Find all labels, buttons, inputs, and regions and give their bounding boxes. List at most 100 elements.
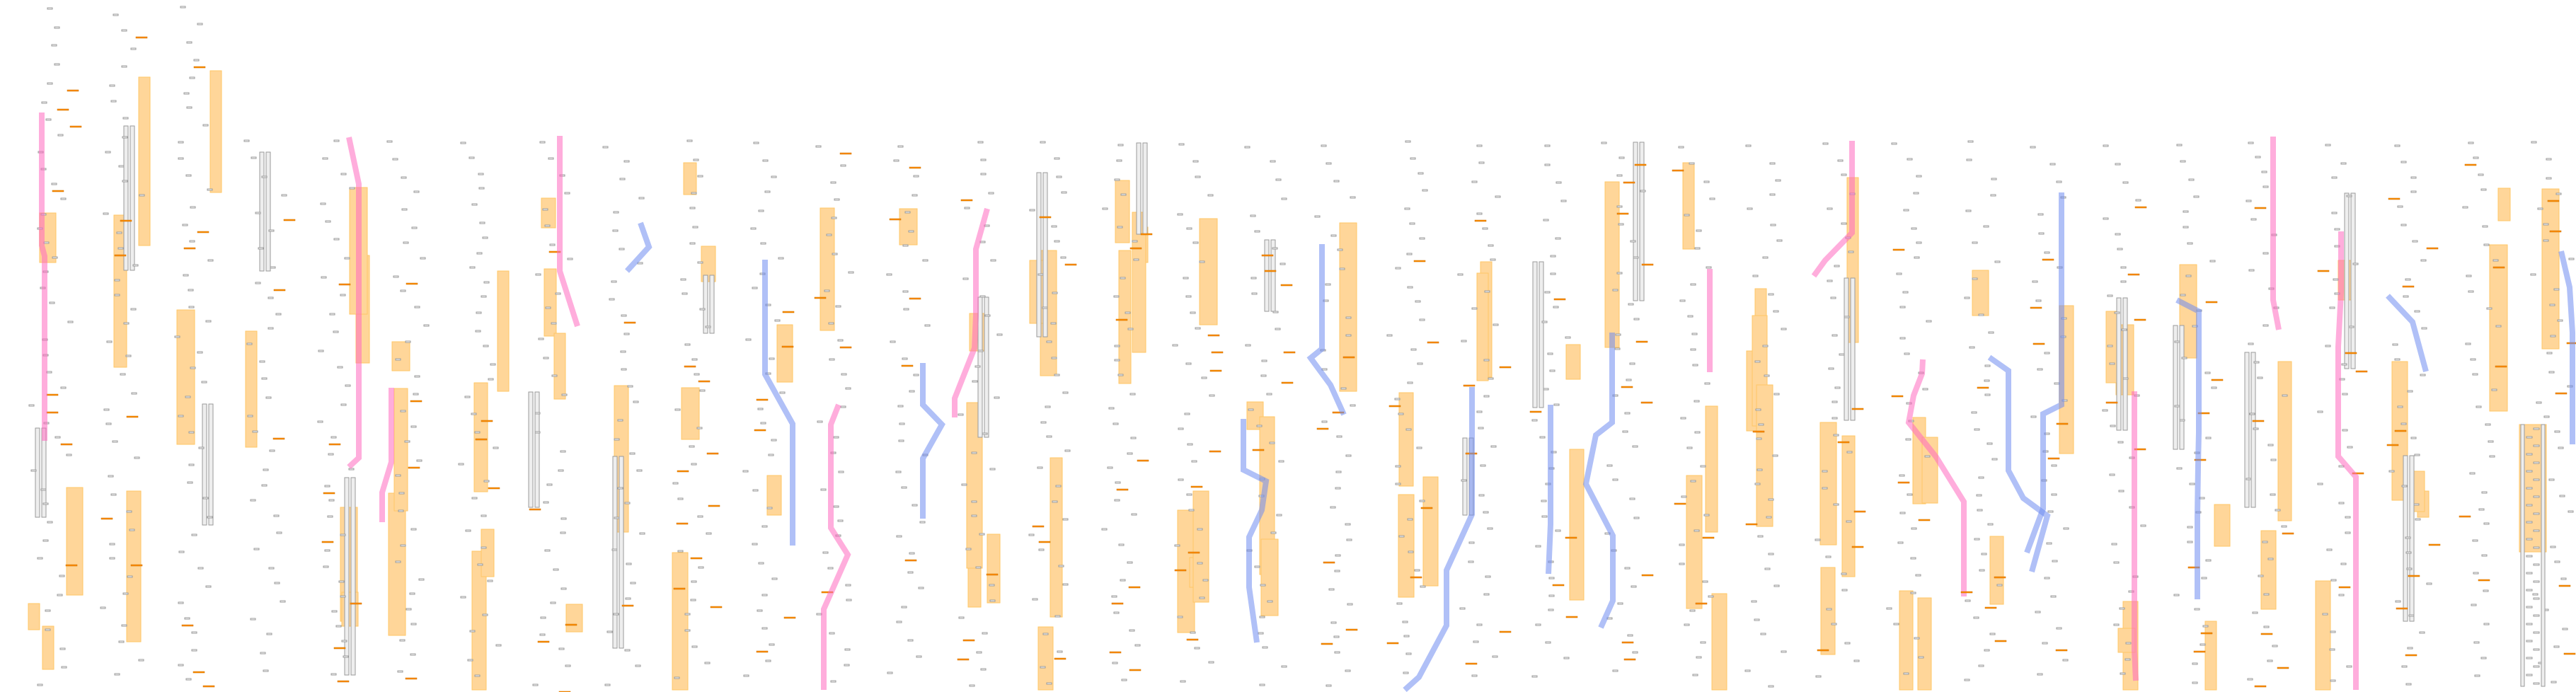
- accent-dash: [1316, 427, 1329, 430]
- tick-box: [1403, 671, 1409, 674]
- accent-dash: [481, 420, 493, 422]
- fill-block: [541, 197, 556, 229]
- tick-box: [1040, 141, 1046, 144]
- tick-box: [1616, 174, 1623, 177]
- tick-box: [2400, 422, 2407, 425]
- tick-box: [762, 159, 769, 162]
- accent-dash: [677, 470, 689, 473]
- tick-box: [1174, 544, 1180, 547]
- tick-box: [118, 165, 125, 168]
- tick-box: [1899, 512, 1906, 514]
- tick-box: [1922, 388, 1928, 391]
- tick-box: [2181, 357, 2187, 359]
- accent-dash: [1252, 449, 1265, 451]
- tick-box: [1250, 214, 1256, 217]
- tick-box: [2415, 518, 2421, 521]
- fill-block: [1398, 392, 1414, 487]
- tick-box: [2062, 659, 2069, 662]
- fill-block: [138, 76, 151, 246]
- tick-box: [2253, 427, 2259, 430]
- tick-box: [697, 515, 703, 518]
- tick-box: [185, 396, 191, 398]
- tick-box: [2407, 647, 2413, 650]
- tick-box: [1832, 417, 1838, 420]
- tick-box: [2185, 275, 2192, 277]
- tick-box: [1195, 175, 1201, 178]
- tick-box: [188, 463, 195, 466]
- accent-dash: [782, 311, 795, 313]
- tick-box: [1967, 140, 1974, 143]
- fill-block: [126, 490, 142, 642]
- tick-box: [1046, 340, 1052, 343]
- tick-box: [830, 181, 836, 184]
- tick-box: [1280, 263, 1286, 265]
- rail: [1270, 239, 1276, 312]
- tick-box: [2397, 205, 2403, 208]
- tick-box: [990, 259, 996, 262]
- fill-block: [1398, 494, 1415, 598]
- tick-box: [1117, 226, 1123, 229]
- tick-box: [2526, 538, 2533, 541]
- accent-dash: [2547, 200, 2560, 202]
- tick-box: [1762, 345, 1769, 347]
- accent-dash: [2055, 649, 2068, 652]
- tick-box: [1535, 623, 1541, 626]
- tick-box: [771, 175, 777, 178]
- tick-box: [1260, 374, 1267, 377]
- tick-box: [1633, 517, 1640, 519]
- tick-box: [476, 311, 482, 314]
- rail: [2344, 192, 2350, 369]
- tick-box: [1201, 376, 1207, 379]
- tick-box: [2118, 490, 2124, 492]
- tick-box: [1690, 348, 1696, 351]
- accent-dash: [783, 616, 796, 619]
- tick-box: [1981, 553, 1987, 555]
- tick-box: [1476, 212, 1483, 215]
- tick-box: [66, 454, 72, 456]
- tick-box: [475, 330, 481, 333]
- accent-dash: [1960, 591, 1973, 594]
- tick-box: [2042, 642, 2048, 645]
- accent-dash: [410, 400, 422, 403]
- tick-box: [1270, 531, 1277, 534]
- tick-box: [108, 475, 114, 478]
- tick-box: [2120, 280, 2127, 283]
- tick-box: [2187, 541, 2193, 543]
- tick-box: [30, 469, 37, 472]
- tick-box: [1269, 442, 1275, 444]
- tick-box: [1406, 253, 1413, 255]
- tick-box: [1113, 295, 1120, 298]
- tick-box: [261, 175, 268, 178]
- tick-box: [2405, 278, 2411, 281]
- tick-box: [824, 289, 830, 292]
- tick-box: [696, 427, 703, 429]
- tick-box: [542, 208, 548, 211]
- tick-box: [405, 340, 411, 343]
- tick-box: [2533, 427, 2540, 430]
- tick-box: [540, 616, 546, 619]
- accent-dash: [405, 677, 418, 680]
- tick-box: [1756, 468, 1763, 471]
- tick-box: [328, 453, 334, 456]
- tick-box: [1396, 602, 1403, 605]
- tick-box: [1120, 193, 1127, 196]
- accent-dash: [1891, 395, 1904, 398]
- rail: [534, 391, 540, 508]
- rail: [1142, 142, 1148, 235]
- tick-box: [1345, 316, 1352, 319]
- tick-box: [1407, 518, 1413, 521]
- tick-box: [971, 514, 977, 517]
- accent-dash: [2345, 352, 2357, 354]
- tick-box: [1700, 641, 1706, 644]
- accent-dash: [1851, 546, 1864, 548]
- tick-box: [1336, 435, 1342, 438]
- tick-box: [1984, 379, 1990, 382]
- tick-box: [1037, 273, 1044, 276]
- accent-dash: [1837, 441, 1850, 444]
- tick-box: [1192, 160, 1199, 163]
- tick-box: [1853, 659, 1860, 662]
- tick-box: [680, 278, 686, 281]
- tick-box: [1839, 353, 1845, 356]
- tick-box: [1966, 158, 1972, 161]
- tick-box: [551, 374, 558, 377]
